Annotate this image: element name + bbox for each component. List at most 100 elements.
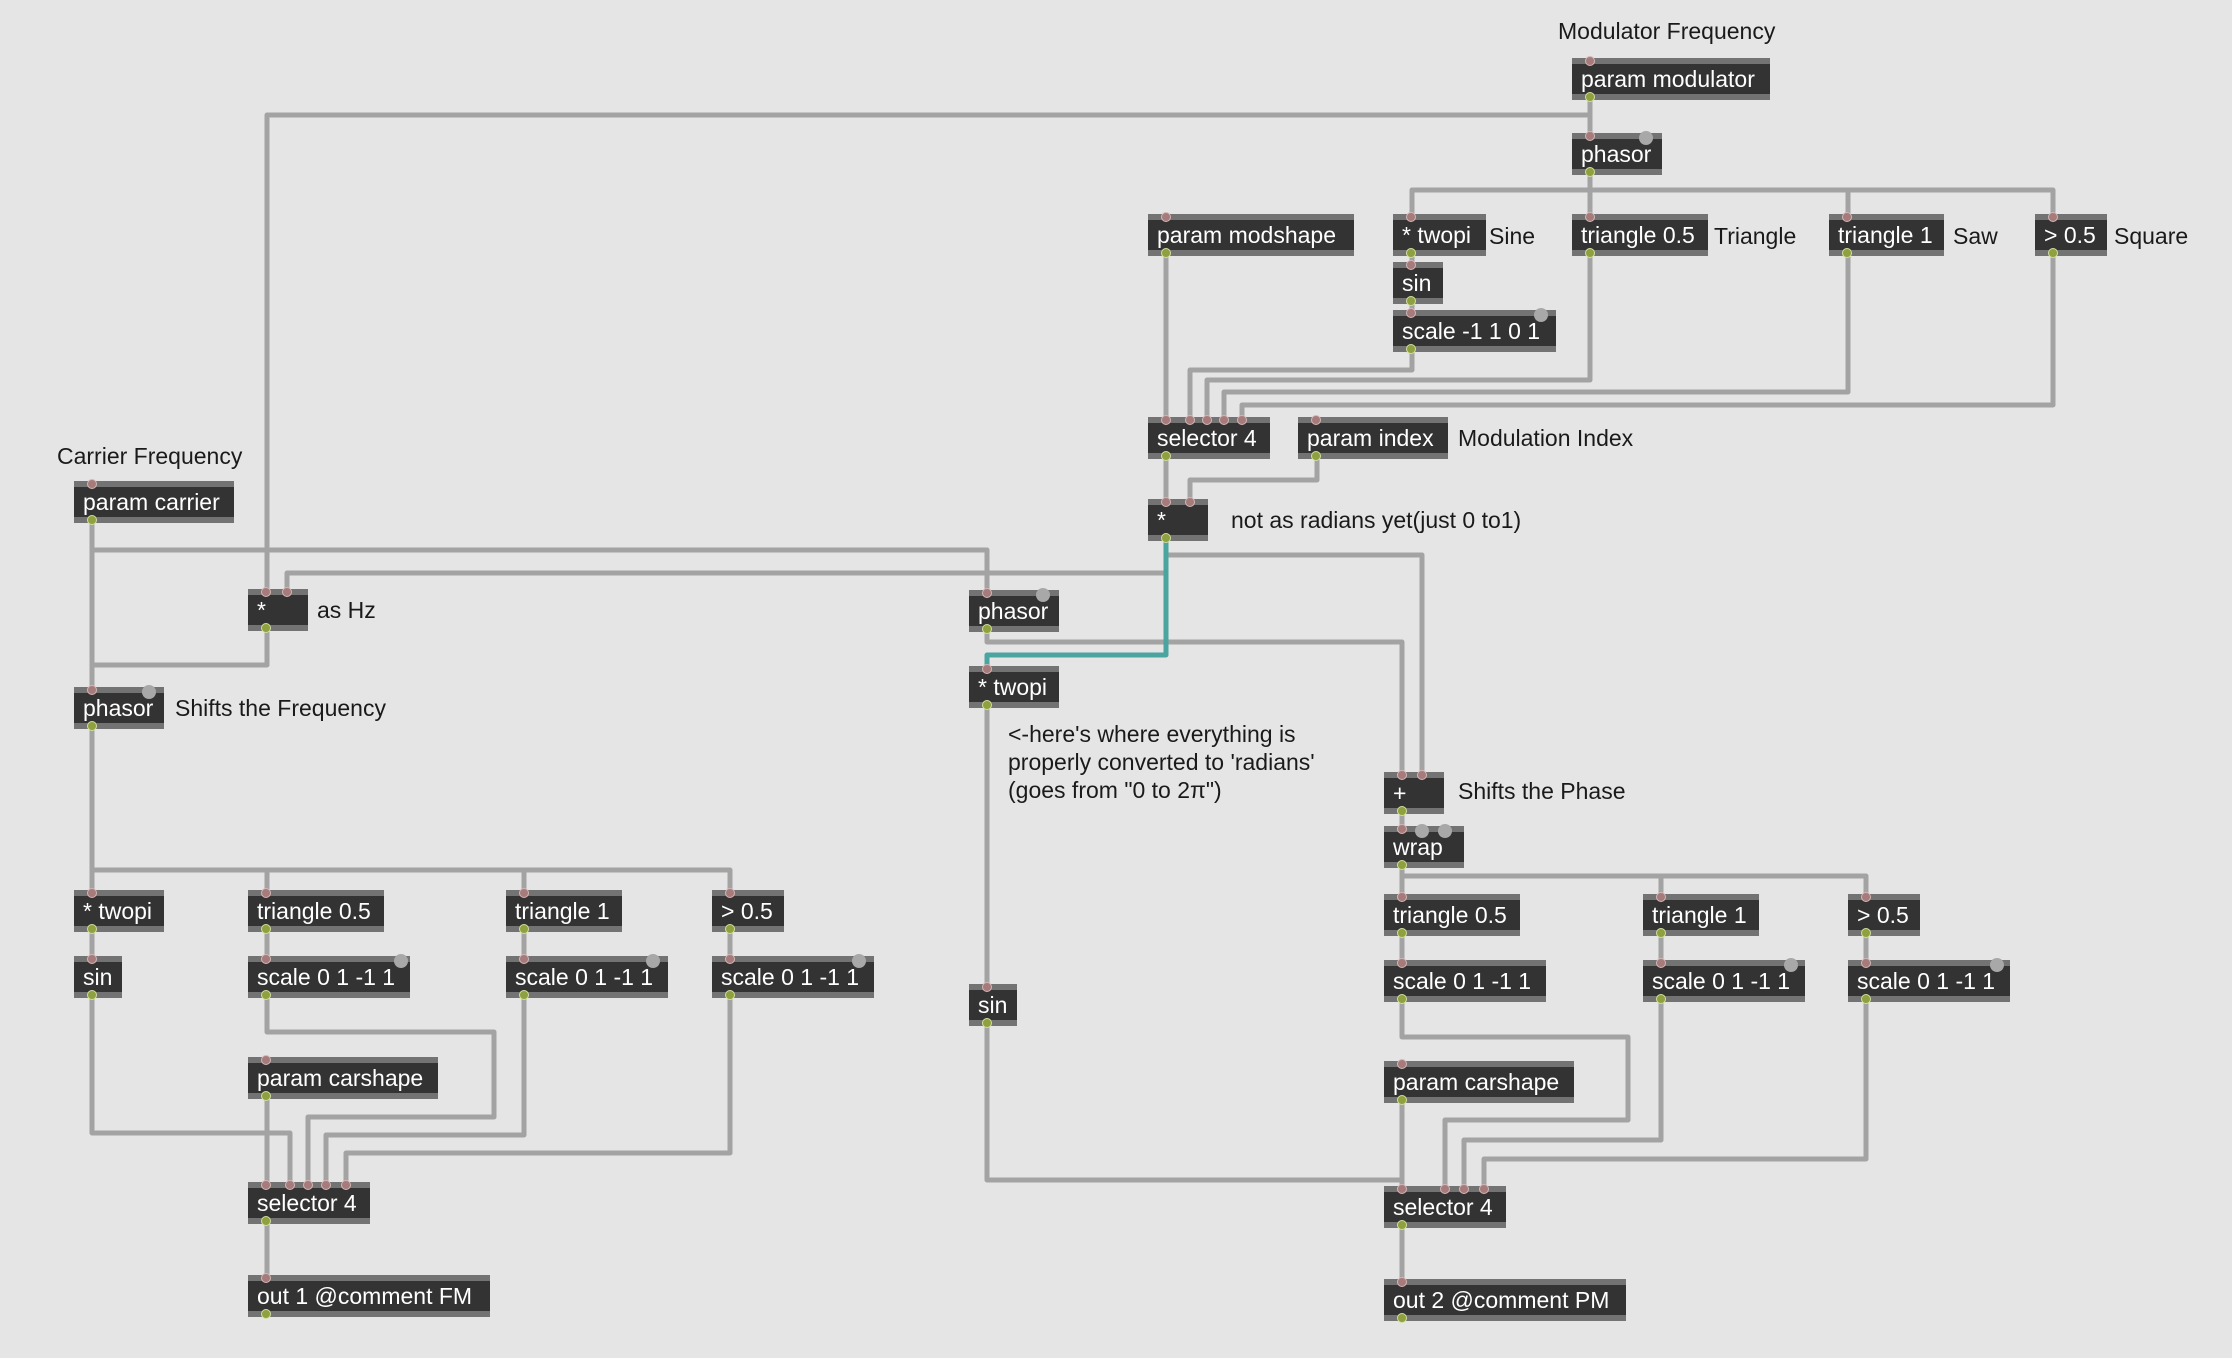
inlet-port[interactable] — [1161, 212, 1171, 222]
inlet-port[interactable] — [1417, 770, 1427, 780]
scale-pm-3-object[interactable]: scale 0 1 -1 1 — [1848, 960, 2010, 1002]
extra-inlet-port[interactable] — [1534, 308, 1548, 322]
outlet-port[interactable] — [1161, 248, 1171, 258]
inlet-port[interactable] — [982, 664, 992, 674]
sin-modulator-object[interactable]: sin — [1393, 262, 1443, 304]
outlet-port[interactable] — [1161, 451, 1171, 461]
param-carrier-object[interactable]: param carrier — [74, 481, 234, 523]
inlet-port[interactable] — [285, 1180, 295, 1190]
outlet-port[interactable] — [1397, 806, 1407, 816]
inlet-port[interactable] — [1406, 212, 1416, 222]
multiply-hz-object[interactable]: * — [248, 589, 308, 631]
sin-fm-object[interactable]: sin — [74, 956, 122, 998]
inlet-port[interactable] — [321, 1180, 331, 1190]
greater-than-modulator-object[interactable]: > 0.5 — [2035, 214, 2107, 256]
outlet-port[interactable] — [725, 990, 735, 1000]
inlet-port[interactable] — [1237, 415, 1247, 425]
inlet-port[interactable] — [1397, 1277, 1407, 1287]
inlet-port[interactable] — [519, 954, 529, 964]
inlet-port[interactable] — [282, 587, 292, 597]
outlet-port[interactable] — [261, 1091, 271, 1101]
extra-inlet-port[interactable] — [1438, 824, 1452, 838]
triangle-05-fm-object[interactable]: triangle 0.5 — [248, 890, 384, 932]
outlet-port[interactable] — [1397, 860, 1407, 870]
outlet-port[interactable] — [1406, 344, 1416, 354]
outlet-port[interactable] — [1861, 994, 1871, 1004]
inlet-port[interactable] — [341, 1180, 351, 1190]
scale-fm-1-object[interactable]: scale 0 1 -1 1 — [248, 956, 410, 998]
inlet-port[interactable] — [2048, 212, 2058, 222]
inlet-port[interactable] — [1585, 56, 1595, 66]
param-carshape-fm-object[interactable]: param carshape — [248, 1057, 438, 1099]
inlet-port[interactable] — [1397, 824, 1407, 834]
inlet-port[interactable] — [1406, 260, 1416, 270]
scale-pm-2-object[interactable]: scale 0 1 -1 1 — [1643, 960, 1805, 1002]
outlet-port[interactable] — [1397, 1220, 1407, 1230]
inlet-port[interactable] — [1219, 415, 1229, 425]
outlet-port[interactable] — [261, 1309, 271, 1319]
sin-pm-object[interactable]: sin — [969, 984, 1017, 1026]
inlet-port[interactable] — [1397, 1184, 1407, 1194]
inlet-port[interactable] — [1585, 212, 1595, 222]
extra-inlet-port[interactable] — [1639, 131, 1653, 145]
inlet-port[interactable] — [303, 1180, 313, 1190]
param-modshape-object[interactable]: param modshape — [1148, 214, 1354, 256]
param-index-object[interactable]: param index — [1298, 417, 1448, 459]
inlet-port[interactable] — [1585, 131, 1595, 141]
outlet-port[interactable] — [1161, 533, 1171, 543]
triangle-05-modulator-object[interactable]: triangle 0.5 — [1572, 214, 1708, 256]
inlet-port[interactable] — [1397, 892, 1407, 902]
outlet-port[interactable] — [519, 990, 529, 1000]
greater-than-fm-object[interactable]: > 0.5 — [712, 890, 784, 932]
outlet-port[interactable] — [1656, 928, 1666, 938]
inlet-port[interactable] — [87, 479, 97, 489]
inlet-port[interactable] — [1861, 892, 1871, 902]
out-2-object[interactable]: out 2 @comment PM — [1384, 1279, 1626, 1321]
outlet-port[interactable] — [1585, 92, 1595, 102]
inlet-port[interactable] — [1842, 212, 1852, 222]
outlet-port[interactable] — [1406, 296, 1416, 306]
outlet-port[interactable] — [1406, 248, 1416, 258]
scale-pm-1-object[interactable]: scale 0 1 -1 1 — [1384, 960, 1546, 1002]
outlet-port[interactable] — [519, 924, 529, 934]
inlet-port[interactable] — [1161, 415, 1171, 425]
triangle-05-pm-object[interactable]: triangle 0.5 — [1384, 894, 1520, 936]
outlet-port[interactable] — [87, 515, 97, 525]
outlet-port[interactable] — [1397, 1313, 1407, 1323]
outlet-port[interactable] — [982, 624, 992, 634]
plus-pm-object[interactable]: + — [1384, 772, 1444, 814]
scale-fm-2-object[interactable]: scale 0 1 -1 1 — [506, 956, 668, 998]
inlet-port[interactable] — [1185, 415, 1195, 425]
extra-inlet-port[interactable] — [852, 954, 866, 968]
param-carshape-pm-object[interactable]: param carshape — [1384, 1061, 1574, 1103]
out-1-object[interactable]: out 1 @comment FM — [248, 1275, 490, 1317]
inlet-port[interactable] — [1656, 892, 1666, 902]
extra-inlet-port[interactable] — [142, 685, 156, 699]
inlet-port[interactable] — [87, 685, 97, 695]
inlet-port[interactable] — [87, 954, 97, 964]
outlet-port[interactable] — [261, 623, 271, 633]
scale-fm-3-object[interactable]: scale 0 1 -1 1 — [712, 956, 874, 998]
outlet-port[interactable] — [87, 721, 97, 731]
outlet-port[interactable] — [1311, 451, 1321, 461]
param-modulator-object[interactable]: param modulator — [1572, 58, 1770, 100]
extra-inlet-port[interactable] — [646, 954, 660, 968]
outlet-port[interactable] — [1842, 248, 1852, 258]
outlet-port[interactable] — [1656, 994, 1666, 1004]
inlet-port[interactable] — [982, 588, 992, 598]
inlet-port[interactable] — [87, 888, 97, 898]
outlet-port[interactable] — [1397, 1095, 1407, 1105]
inlet-port[interactable] — [1397, 1059, 1407, 1069]
outlet-port[interactable] — [982, 1018, 992, 1028]
inlet-port[interactable] — [1161, 497, 1171, 507]
outlet-port[interactable] — [982, 700, 992, 710]
inlet-port[interactable] — [725, 888, 735, 898]
extra-inlet-port[interactable] — [1415, 824, 1429, 838]
extra-inlet-port[interactable] — [1990, 958, 2004, 972]
inlet-port[interactable] — [519, 888, 529, 898]
greater-than-pm-object[interactable]: > 0.5 — [1848, 894, 1920, 936]
outlet-port[interactable] — [261, 1216, 271, 1226]
outlet-port[interactable] — [725, 924, 735, 934]
inlet-port[interactable] — [261, 1055, 271, 1065]
